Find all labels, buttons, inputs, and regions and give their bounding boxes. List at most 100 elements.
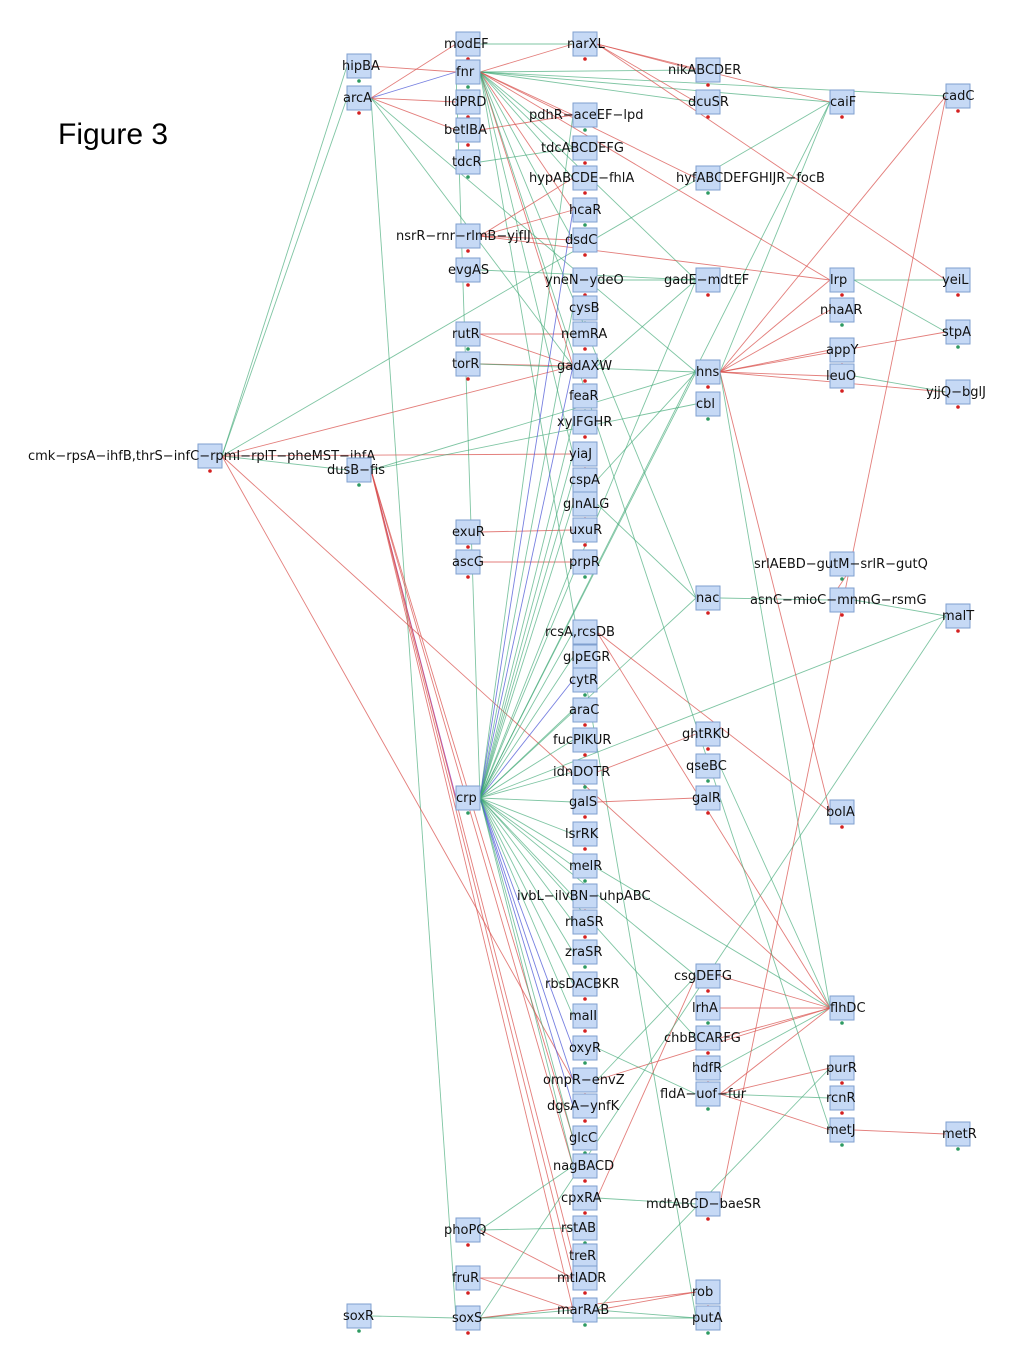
node-rob[interactable]: rob	[692, 1279, 721, 1309]
node-gadE[interactable]: gadE−mdtEF	[664, 267, 749, 297]
node-yeiL[interactable]: yeiL	[942, 267, 971, 297]
node-fruR[interactable]: fruR	[452, 1265, 481, 1295]
node-rstAB[interactable]: rstAB	[561, 1215, 598, 1245]
node-torR[interactable]: torR	[452, 351, 481, 381]
node-cytR[interactable]: cytR	[569, 667, 598, 697]
node-ivbL[interactable]: ivbL−ilvBN−uhpABC	[517, 883, 651, 913]
node-cysB[interactable]: cysB	[569, 295, 600, 325]
node-asnC[interactable]: asnC−mioC−mnmG−rsmG	[750, 587, 927, 617]
node-melR[interactable]: melR	[569, 853, 602, 883]
node-phoPQ[interactable]: phoPQ	[444, 1217, 487, 1247]
node-label: treR	[569, 1249, 596, 1264]
node-hdfR[interactable]: hdfR	[692, 1055, 722, 1085]
node-ascG[interactable]: ascG	[452, 549, 484, 579]
node-hns[interactable]: hns	[695, 359, 721, 389]
node-xylFGHR[interactable]: xylFGHR	[557, 409, 612, 439]
node-rhaSR[interactable]: rhaSR	[565, 909, 604, 939]
node-nemRA[interactable]: nemRA	[561, 321, 607, 351]
node-modEF[interactable]: modEF	[444, 31, 489, 61]
node-nac[interactable]: nac	[695, 585, 721, 615]
node-dcuSR[interactable]: dcuSR	[688, 89, 729, 119]
node-tdcR[interactable]: tdcR	[452, 149, 482, 179]
node-arcA[interactable]: arcA	[343, 85, 372, 115]
node-evgAS[interactable]: evgAS	[448, 257, 489, 287]
node-cpxRA[interactable]: cpxRA	[561, 1185, 602, 1215]
node-metJ[interactable]: metJ	[826, 1117, 856, 1147]
node-yiaJ[interactable]: yiaJ	[569, 441, 598, 471]
node-pdhR[interactable]: pdhR−aceEF−lpd	[529, 102, 643, 132]
node-cspA[interactable]: cspA	[569, 467, 600, 497]
node-exuR[interactable]: exuR	[452, 519, 485, 549]
node-rbsDACBKR[interactable]: rbsDACBKR	[545, 971, 619, 1001]
node-feaR[interactable]: feaR	[569, 383, 599, 413]
node-ghtRKU[interactable]: ghtRKU	[682, 721, 730, 751]
node-lldPRD[interactable]: lldPRD	[444, 89, 486, 119]
node-soxS[interactable]: soxS	[452, 1305, 482, 1335]
node-betIBA[interactable]: betIBA	[444, 117, 487, 147]
node-marRAB[interactable]: marRAB	[557, 1297, 609, 1327]
node-srlAEBD[interactable]: srlAEBD−gutM−srlR−gutQ	[754, 551, 928, 581]
node-prpR[interactable]: prpR	[569, 549, 600, 579]
node-yjjQ[interactable]: yjjQ−bglJ	[926, 379, 986, 409]
node-dsdC[interactable]: dsdC	[565, 227, 598, 257]
node-flhDC[interactable]: flhDC	[829, 995, 866, 1025]
node-soxR[interactable]: soxR	[343, 1303, 374, 1333]
node-zraSR[interactable]: zraSR	[565, 939, 602, 969]
node-bolA[interactable]: bolA	[826, 799, 855, 829]
node-cmk[interactable]: cmk−rpsA−ihfB,thrS−infC−rpmI−rplT−pheMST…	[28, 443, 375, 473]
node-lrhA[interactable]: lrhA	[692, 995, 721, 1025]
node-tdcABCDEFG[interactable]: tdcABCDEFG	[541, 135, 624, 165]
node-malI[interactable]: malI	[569, 1003, 598, 1033]
node-malT[interactable]: malT	[942, 603, 974, 633]
node-nhaAR[interactable]: nhaAR	[820, 297, 862, 327]
node-galR[interactable]: galR	[692, 785, 721, 815]
node-hcaR[interactable]: hcaR	[569, 197, 601, 227]
node-glcC[interactable]: glcC	[569, 1125, 598, 1155]
node-qseBC[interactable]: qseBC	[686, 753, 727, 783]
node-yneN[interactable]: yneN−ydeO	[545, 267, 624, 297]
node-galS[interactable]: galS	[569, 789, 598, 819]
node-chbBCARFG[interactable]: chbBCARFG	[664, 1025, 741, 1055]
node-oxyR[interactable]: oxyR	[569, 1035, 601, 1065]
node-rutR[interactable]: rutR	[452, 321, 481, 351]
node-rcnR[interactable]: rcnR	[826, 1085, 855, 1115]
edge-hns-to-flhDC	[719, 371, 831, 1009]
edge-phoPQ-to-rstAB	[479, 1227, 574, 1231]
node-nsrR[interactable]: nsrR−rnr−rlmB−yjfIJ	[396, 223, 531, 253]
node-hipBA[interactable]: hipBA	[342, 53, 380, 83]
node-ompR[interactable]: ompR−envZ	[543, 1067, 625, 1097]
node-putA[interactable]: putA	[692, 1305, 723, 1335]
node-cadC[interactable]: cadC	[942, 83, 974, 113]
node-glnALG[interactable]: glnALG	[563, 491, 609, 521]
node-idnDOTR[interactable]: idnDOTR	[553, 759, 610, 789]
node-csgDEFG[interactable]: csgDEFG	[674, 963, 732, 993]
node-dusB[interactable]: dusB−fis	[327, 457, 385, 487]
node-uxuR[interactable]: uxuR	[569, 517, 602, 547]
node-gadAXW[interactable]: gadAXW	[557, 353, 612, 383]
node-leuO[interactable]: leuO	[826, 363, 856, 393]
node-lsrRK[interactable]: lsrRK	[565, 821, 599, 851]
node-purR[interactable]: purR	[826, 1055, 857, 1085]
node-fucPIKUR[interactable]: fucPIKUR	[553, 727, 611, 757]
node-lrp[interactable]: lrp	[829, 267, 855, 297]
node-crp[interactable]: crp	[455, 785, 481, 815]
node-glpEGR[interactable]: glpEGR	[563, 644, 610, 674]
node-narXL[interactable]: narXL	[567, 31, 605, 61]
node-caiF[interactable]: caiF	[829, 89, 856, 119]
node-fnr[interactable]: fnr	[455, 59, 481, 89]
node-appY[interactable]: appY	[826, 337, 858, 367]
node-stpA[interactable]: stpA	[942, 319, 971, 349]
node-cbl[interactable]: cbl	[695, 391, 721, 421]
node-metR[interactable]: metR	[942, 1121, 977, 1151]
node-hypABCDE[interactable]: hypABCDE−fhlA	[529, 165, 634, 195]
node-nagBACD[interactable]: nagBACD	[553, 1153, 614, 1183]
node-dgsA[interactable]: dgsA−ynfK	[547, 1093, 620, 1123]
node-rcsA[interactable]: rcsA,rcsDB	[545, 619, 615, 649]
node-mdtABCD[interactable]: mdtABCD−baeSR	[646, 1191, 761, 1221]
node-araC[interactable]: araC	[569, 697, 599, 727]
node-nikABCDER[interactable]: nikABCDER	[668, 57, 741, 87]
node-mtlADR[interactable]: mtlADR	[557, 1265, 606, 1295]
node-treR[interactable]: treR	[569, 1243, 598, 1273]
node-fldA[interactable]: fldA−uof−fur	[660, 1081, 747, 1111]
node-hyfABCDEFGHIJR[interactable]: hyfABCDEFGHIJR−focB	[676, 165, 825, 195]
